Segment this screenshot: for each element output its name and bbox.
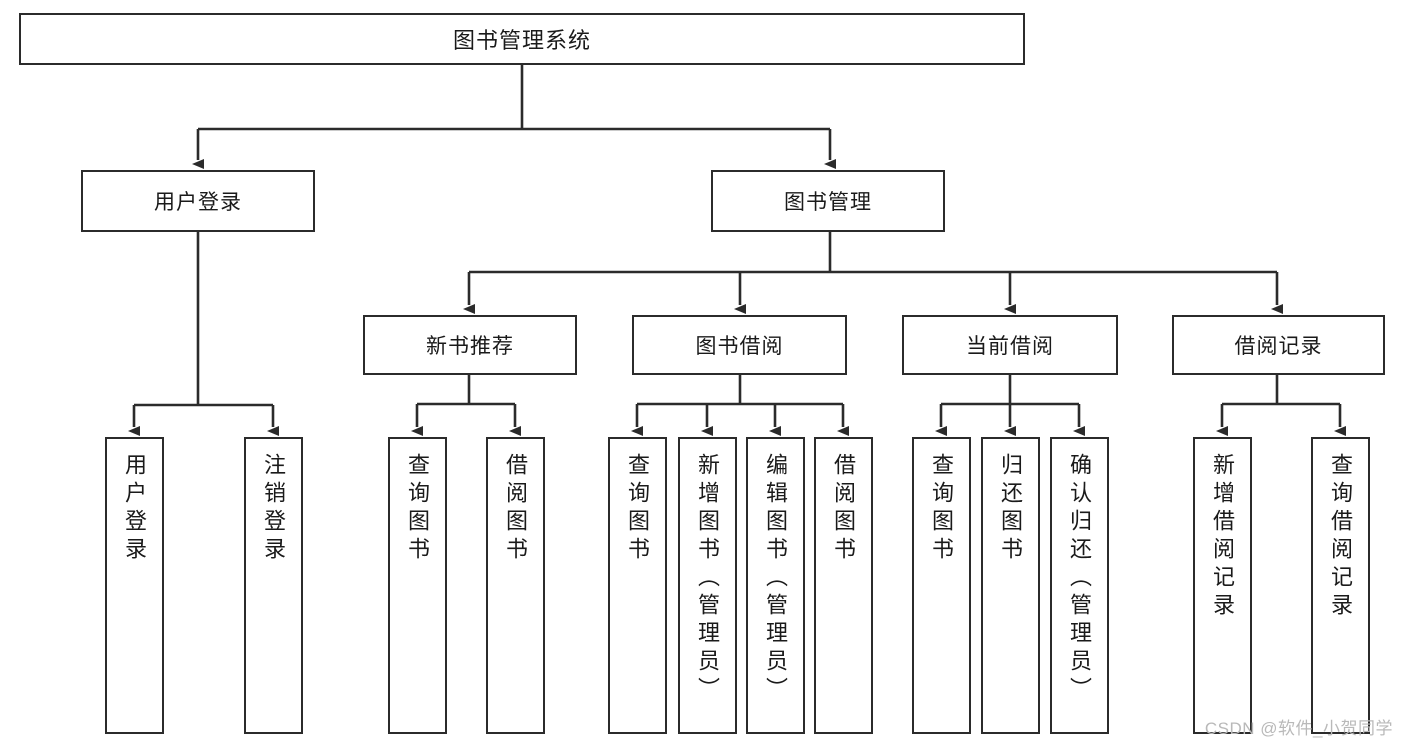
node-leaf-borrow-borrow-book[interactable]: 借阅图书 (814, 437, 873, 734)
node-leaf-logout-login-label: 注销登录 (261, 453, 287, 565)
node-leaf-borrow-borrow-book-label: 借阅图书 (831, 453, 857, 565)
node-leaf-current-query-book-label: 查询图书 (929, 453, 955, 565)
node-leaf-current-confirm-return-admin-label: 确认归还（管理员） (1067, 453, 1093, 705)
node-leaf-record-add-borrow-record-label: 新增借阅记录 (1210, 453, 1236, 621)
node-root-label: 图书管理系统 (452, 28, 591, 53)
node-leaf-newbook-query-book-label: 查询图书 (405, 453, 431, 565)
node-book-management[interactable]: 图书管理 (711, 170, 945, 232)
node-book-borrow-label: 图书借阅 (695, 335, 784, 358)
node-user-login[interactable]: 用户登录 (81, 170, 315, 232)
node-borrow-record-label: 借阅记录 (1234, 335, 1323, 358)
node-leaf-borrow-query-book-label: 查询图书 (625, 453, 651, 565)
csdn-watermark: CSDN @软件_小贺同学 (1204, 719, 1393, 738)
node-leaf-newbook-query-book[interactable]: 查询图书 (388, 437, 447, 734)
node-root-book-management-system[interactable]: 图书管理系统 (19, 13, 1025, 65)
node-borrow-record[interactable]: 借阅记录 (1172, 315, 1385, 375)
node-current-borrow-label: 当前借阅 (966, 335, 1054, 358)
node-current-borrow[interactable]: 当前借阅 (902, 315, 1118, 375)
node-leaf-borrow-edit-book-admin[interactable]: 编辑图书（管理员） (746, 437, 805, 734)
node-leaf-current-return-book[interactable]: 归还图书 (981, 437, 1040, 734)
node-new-book-recommend-label: 新书推荐 (426, 335, 514, 358)
node-leaf-current-query-book[interactable]: 查询图书 (912, 437, 971, 734)
node-book-management-label: 图书管理 (784, 191, 872, 214)
node-leaf-borrow-edit-book-admin-label: 编辑图书（管理员） (763, 453, 789, 705)
node-new-book-recommend[interactable]: 新书推荐 (363, 315, 577, 375)
node-leaf-user-login-label: 用户登录 (122, 453, 148, 565)
node-leaf-newbook-borrow-book-label: 借阅图书 (503, 453, 529, 565)
node-leaf-borrow-add-book-admin-label: 新增图书（管理员） (695, 453, 721, 705)
node-leaf-current-confirm-return-admin[interactable]: 确认归还（管理员） (1050, 437, 1109, 734)
node-leaf-user-login[interactable]: 用户登录 (105, 437, 164, 734)
node-leaf-logout-login[interactable]: 注销登录 (244, 437, 303, 734)
node-leaf-current-return-book-label: 归还图书 (998, 453, 1024, 565)
node-leaf-newbook-borrow-book[interactable]: 借阅图书 (486, 437, 545, 734)
node-user-login-label: 用户登录 (154, 191, 242, 214)
node-leaf-record-query-borrow-record[interactable]: 查询借阅记录 (1311, 437, 1370, 734)
node-leaf-borrow-add-book-admin[interactable]: 新增图书（管理员） (678, 437, 737, 734)
node-leaf-borrow-query-book[interactable]: 查询图书 (608, 437, 667, 734)
node-leaf-record-query-borrow-record-label: 查询借阅记录 (1328, 453, 1354, 621)
node-book-borrow[interactable]: 图书借阅 (632, 315, 847, 375)
node-leaf-record-add-borrow-record[interactable]: 新增借阅记录 (1193, 437, 1252, 734)
